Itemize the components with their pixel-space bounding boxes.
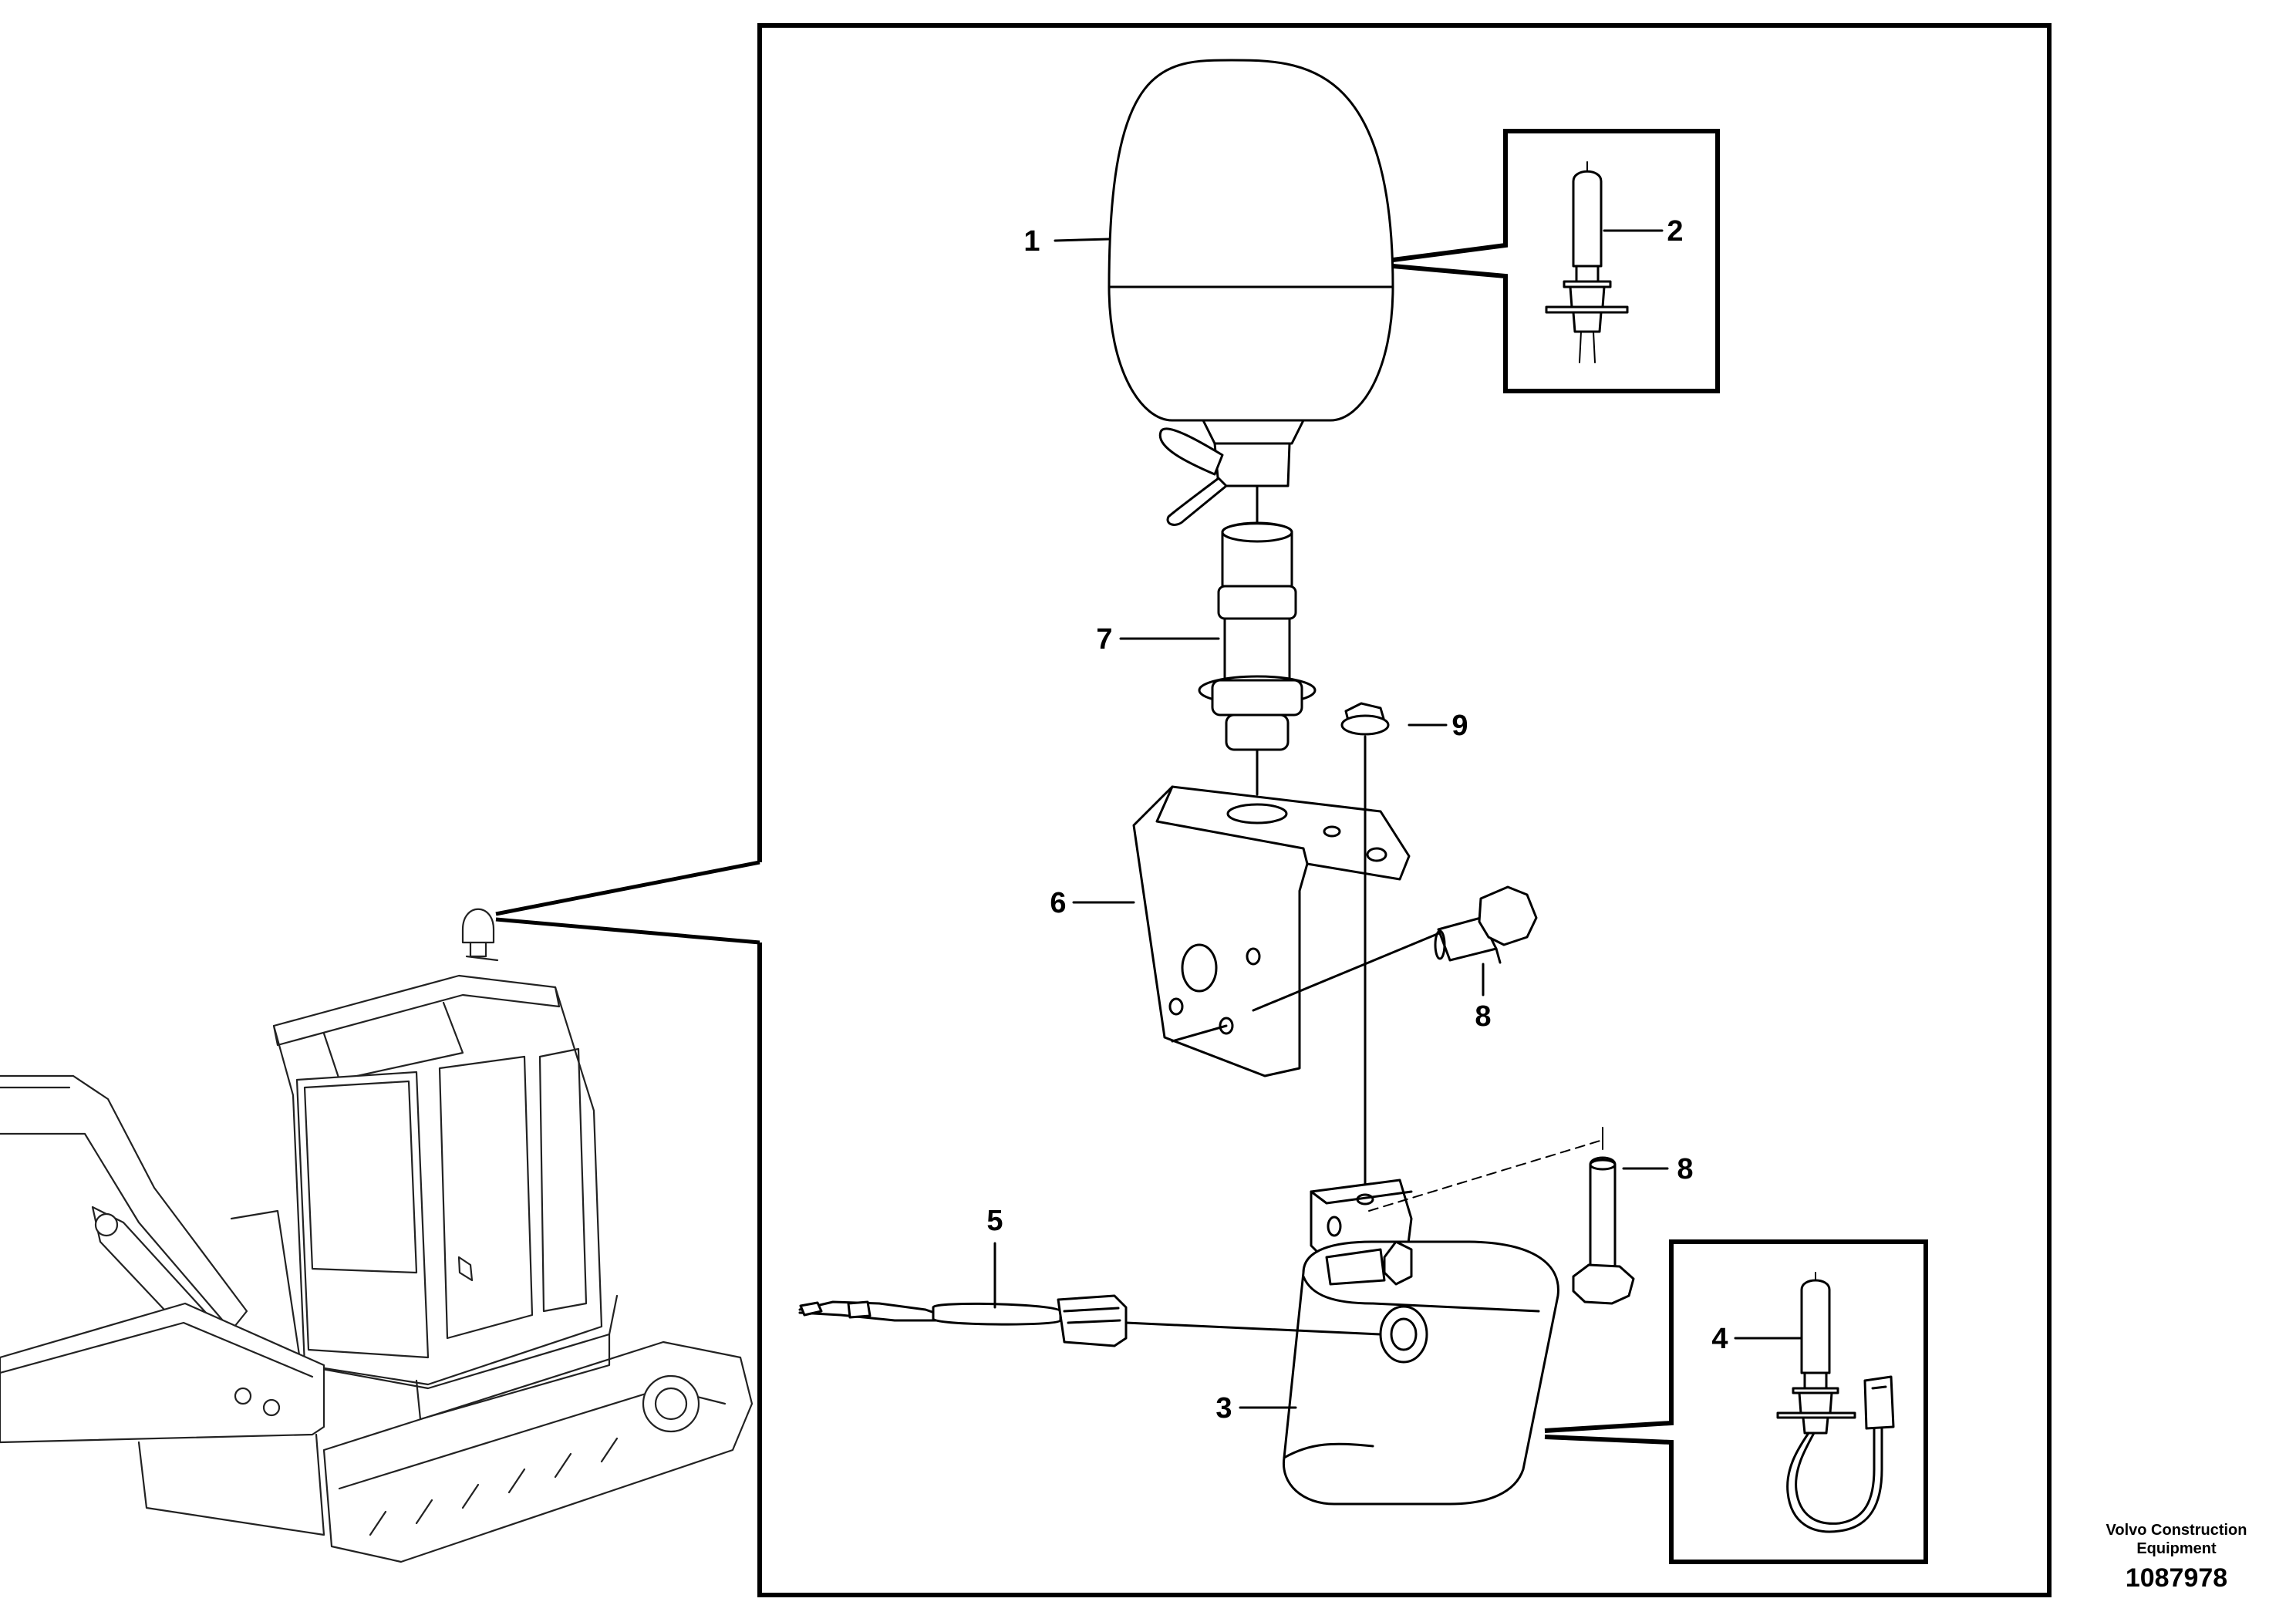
callout-9: 9 [1451,710,1468,742]
overview-leader [495,860,760,945]
detail-frame [757,23,2052,1597]
callout-6: 6 [1050,887,1066,919]
callout-8-lower: 8 [1677,1153,1693,1185]
lamp-housing-icon [1282,1179,1559,1506]
credit-line-1: Volvo Construction [2106,1522,2247,1539]
beacon-dome-icon [1108,59,1394,526]
credit-line-2: Equipment [2136,1540,2217,1557]
callout-7: 7 [1096,623,1112,656]
excavator-overview-icon [0,908,754,1563]
callout-5: 5 [986,1205,1003,1237]
callout-3: 3 [1215,1392,1232,1425]
callout-1: 1 [1023,225,1040,258]
callout-4: 4 [1711,1323,1728,1355]
dashed-guide-line [1368,1139,1603,1212]
inset-frame-bottom [1544,1239,1928,1564]
bracket-icon [1132,785,1459,1077]
halogen-bulb-icon [1545,161,1629,363]
nut-icon [1340,702,1390,856]
inset-frame-top [1392,129,1720,393]
bolt-icon [1434,885,1538,964]
document-number: 1087978 [2126,1563,2227,1593]
bolt-icon [1572,1156,1635,1305]
callout-8-upper: 8 [1475,1000,1491,1033]
mounting-post-icon [1198,521,1317,796]
callout-2: 2 [1667,215,1683,248]
bulb-with-lead-icon [1776,1272,1895,1533]
callout-leaders [993,229,1802,1409]
wiring-harness-icon [798,1294,1382,1347]
